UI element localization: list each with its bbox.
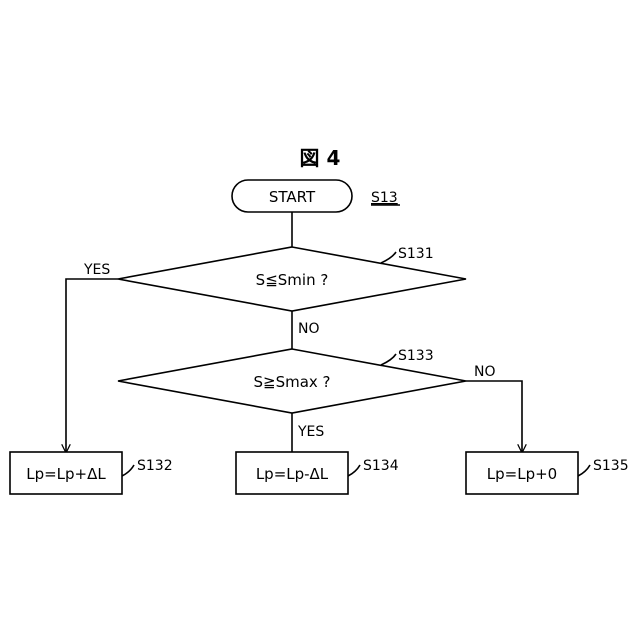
- process-unchanged-ref-leader: [578, 465, 590, 476]
- process-unchanged-label: Lp=Lp+0: [487, 465, 557, 483]
- decision-smin-yes-label: YES: [83, 262, 110, 278]
- process-decrease-label: Lp=Lp-ΔL: [256, 465, 329, 483]
- decision-smin-no-label: NO: [298, 321, 320, 337]
- decision-smax-label: S≧Smax ?: [253, 373, 330, 391]
- decision-smax-step-ref: S133: [398, 348, 434, 364]
- process-increase-ref-leader: [122, 465, 134, 476]
- process-unchanged-step-ref: S135: [593, 458, 629, 474]
- connector-no-to-process3: [466, 381, 522, 452]
- start-step-ref: S13: [371, 190, 398, 206]
- start-label: START: [269, 188, 316, 206]
- process-decrease-step-ref: S134: [363, 458, 399, 474]
- decision-smax-yes-label: YES: [297, 424, 324, 440]
- decision-smin-label: S≦Smin ?: [256, 271, 329, 289]
- decision-smax-no-label: NO: [474, 364, 496, 380]
- decision-smin-step-ref: S131: [398, 246, 434, 262]
- figure-title: 図 4: [300, 146, 341, 170]
- process-increase-step-ref: S132: [137, 458, 173, 474]
- connector-yes-to-process1: [66, 279, 118, 452]
- process-increase-label: Lp=Lp+ΔL: [26, 465, 106, 483]
- decision-smin-ref-leader: [381, 252, 396, 263]
- decision-smax-ref-leader: [381, 354, 396, 365]
- process-decrease-ref-leader: [348, 465, 360, 476]
